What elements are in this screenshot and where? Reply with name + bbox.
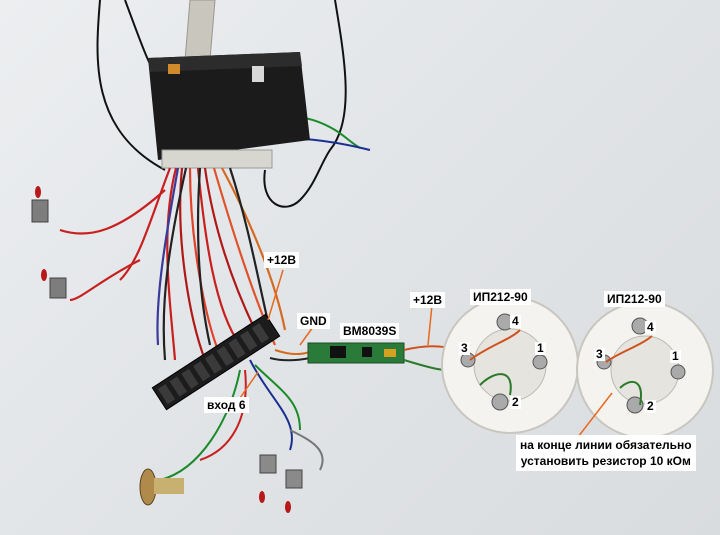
black-cable-3 [263, 0, 347, 208]
terminal-left-3: 3 [459, 341, 470, 355]
label-plus12-right: +12В [410, 292, 446, 308]
terminal-left-2: 2 [510, 395, 521, 409]
terminal-block [151, 313, 281, 411]
label-sensor-left: ИП212-90 [470, 289, 531, 305]
toggle-switch-4 [285, 469, 303, 513]
pointer-gnd [299, 326, 314, 346]
sensor-base-left [441, 296, 579, 434]
bm8039s-board [307, 342, 405, 364]
black-cable-1 [96, 0, 166, 171]
ribbon-cable [184, 0, 216, 61]
potentiometer [139, 468, 184, 506]
label-sensor-right: ИП212-90 [604, 291, 665, 307]
resistor-note: на конце линии обязательно установить ре… [516, 435, 696, 471]
terminal-right-3: 3 [594, 347, 605, 361]
terminal-right-2: 2 [645, 399, 656, 413]
toggle-switch-3 [259, 454, 277, 503]
master-kit-device [148, 52, 310, 169]
toggle-switch-2 [41, 269, 67, 299]
label-module: BM8039S [340, 323, 400, 339]
resistor-note-line2: установить резистор 10 кОм [520, 454, 691, 468]
pointer-note [577, 392, 613, 438]
terminal-left-4: 4 [510, 314, 521, 328]
terminal-left-1: 1 [535, 341, 546, 355]
pointer-input [239, 371, 259, 399]
label-gnd: GND [297, 313, 330, 329]
pointer-plus12-left [267, 269, 284, 321]
toggle-switch-1 [31, 186, 49, 223]
resistor-note-line1: на конце линии обязательно [520, 438, 692, 452]
pointer-plus12-right [427, 304, 433, 346]
label-input: вход 6 [204, 397, 249, 413]
label-plus12-left: +12В [264, 252, 300, 268]
terminal-right-1: 1 [670, 349, 681, 363]
terminal-right-4: 4 [645, 320, 656, 334]
